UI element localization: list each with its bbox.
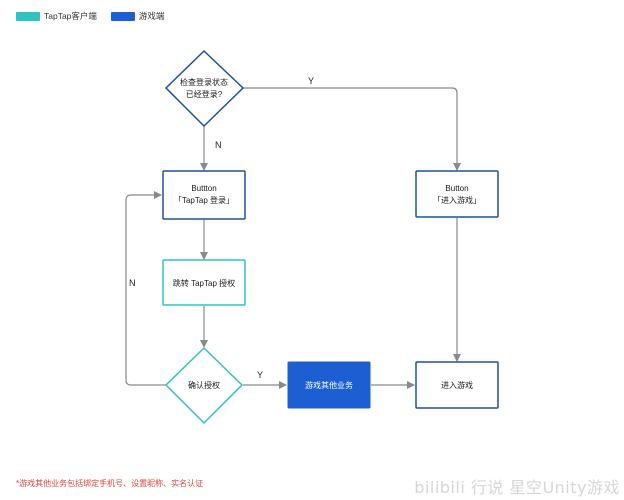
node-enter-game-shape — [415, 361, 499, 409]
legend-swatch-client — [16, 11, 40, 21]
node-button-login: Buttton 「TapTap 登录」 — [162, 170, 246, 220]
legend-swatch-game — [110, 11, 135, 21]
node-button-login-line2: 「TapTap 登录」 — [174, 195, 234, 205]
edge-confirm-loop-back — [125, 191, 166, 386]
node-check-login-shape — [164, 49, 245, 128]
node-button-login-shape — [162, 170, 246, 220]
node-check-login-line2: 已经登录? — [186, 89, 223, 99]
edge-label-no-top: N — [215, 140, 222, 150]
node-button-login-line1: Buttton — [191, 184, 216, 193]
watermark: bilibili 行说 星空Unity游戏 — [414, 478, 620, 497]
node-jump-auth: 跳转 TapTap 授权 — [162, 259, 246, 306]
node-jump-auth-label: 跳转 TapTap 授权 — [173, 278, 235, 288]
legend-label-client: TapTap客户端 — [44, 11, 97, 21]
node-confirm-auth-shape — [164, 346, 244, 425]
node-enter-game: 进入游戏 — [415, 361, 499, 409]
legend-label-game: 游戏端 — [138, 11, 165, 21]
node-game-other: 游戏其他业务 — [287, 361, 371, 409]
edge-label-yes-top: Y — [308, 76, 314, 86]
edge-label-yes-confirm: Y — [257, 370, 263, 380]
edges — [125, 87, 461, 389]
legend-item-game: 游戏端 — [110, 10, 165, 22]
node-game-other-label: 游戏其他业务 — [305, 380, 353, 390]
node-button-enter-shape — [415, 170, 499, 218]
node-button-enter-line2: 「进入游戏」 — [433, 195, 481, 205]
node-button-enter: Button 「进入游戏」 — [415, 170, 499, 218]
node-check-login: 检查登录状态 已经登录? — [164, 49, 245, 128]
node-confirm-auth: 确认授权 — [164, 346, 244, 425]
node-confirm-auth-label: 确认授权 — [188, 380, 220, 390]
node-button-enter-line1: Button — [445, 184, 468, 193]
node-enter-game-label: 进入游戏 — [441, 380, 473, 390]
footnote: *游戏其他业务包括绑定手机号、设置昵称、实名认证 — [16, 479, 204, 488]
edge-label-no-left: N — [129, 278, 136, 288]
node-check-login-line1: 检查登录状态 — [180, 77, 228, 87]
node-jump-auth-shape — [162, 259, 246, 306]
node-game-other-shape — [287, 361, 371, 409]
legend: TapTap客户端 游戏端 — [16, 10, 178, 22]
legend-item-client: TapTap客户端 — [16, 10, 97, 22]
edge-check-to-button-enter — [243, 87, 461, 171]
